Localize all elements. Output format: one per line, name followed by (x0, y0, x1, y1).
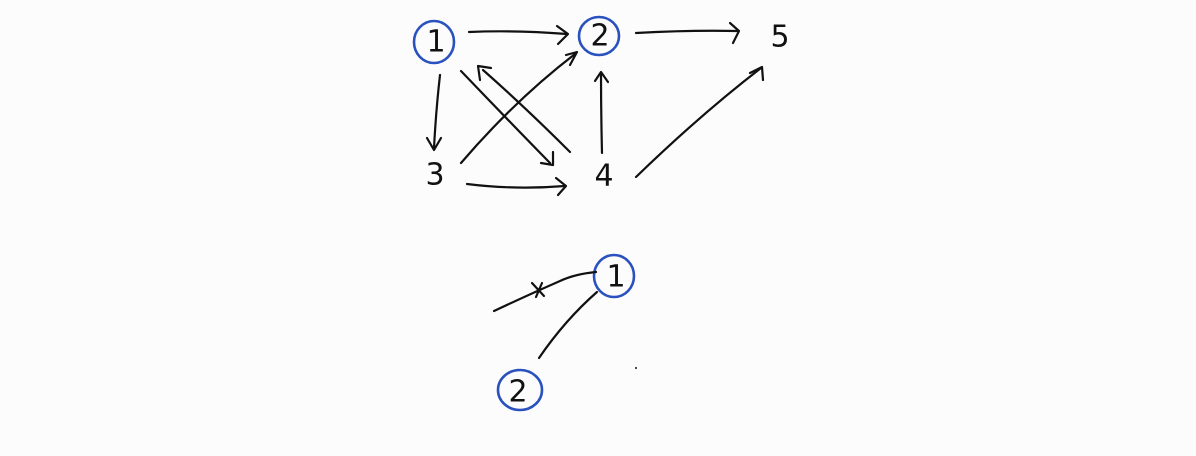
node-1-label: 1 (426, 25, 445, 60)
tree-node-2-highlight-circle (496, 368, 544, 412)
edge-1-to-4 (459, 69, 555, 167)
graph-node-1: 1 (412, 19, 456, 65)
tree-sketch: 1 2 (492, 253, 637, 412)
tree-edge-crossed-out (492, 270, 598, 313)
tree-node-1-label: 1 (606, 260, 625, 295)
edge-3-to-2 (459, 50, 579, 165)
edge-4-to-2 (593, 70, 610, 155)
node-3-label: 3 (425, 158, 444, 193)
graph-node-2: 2 (577, 15, 621, 57)
edge-3-to-4 (465, 176, 568, 197)
tree-node-2: 2 (496, 368, 544, 412)
tree-edge-1-to-2 (537, 290, 599, 360)
graph-node-3: 3 (425, 158, 444, 193)
stray-ink-dot (635, 367, 637, 369)
tree-node-1-highlight-circle (592, 253, 636, 299)
tree-node-1: 1 (592, 253, 636, 299)
edge-4-to-5 (634, 65, 765, 179)
edge-4-to-1 (476, 64, 572, 154)
edge-1-to-3 (425, 73, 443, 152)
node-2-highlight-circle (577, 15, 621, 57)
cross-mark (530, 281, 546, 298)
node-2-label: 2 (590, 19, 609, 54)
node-1-highlight-circle (412, 19, 456, 65)
graph-node-4: 4 (594, 159, 613, 194)
edge-2-to-5 (634, 21, 741, 45)
directed-graph: 1 2 5 3 4 (412, 15, 790, 197)
cross-mark (534, 281, 544, 299)
graph-node-5: 5 (770, 20, 789, 55)
edge-1-to-2 (467, 24, 570, 46)
node-4-label: 4 (594, 159, 613, 194)
tree-node-2-label: 2 (508, 375, 527, 410)
node-5-label: 5 (770, 20, 789, 55)
